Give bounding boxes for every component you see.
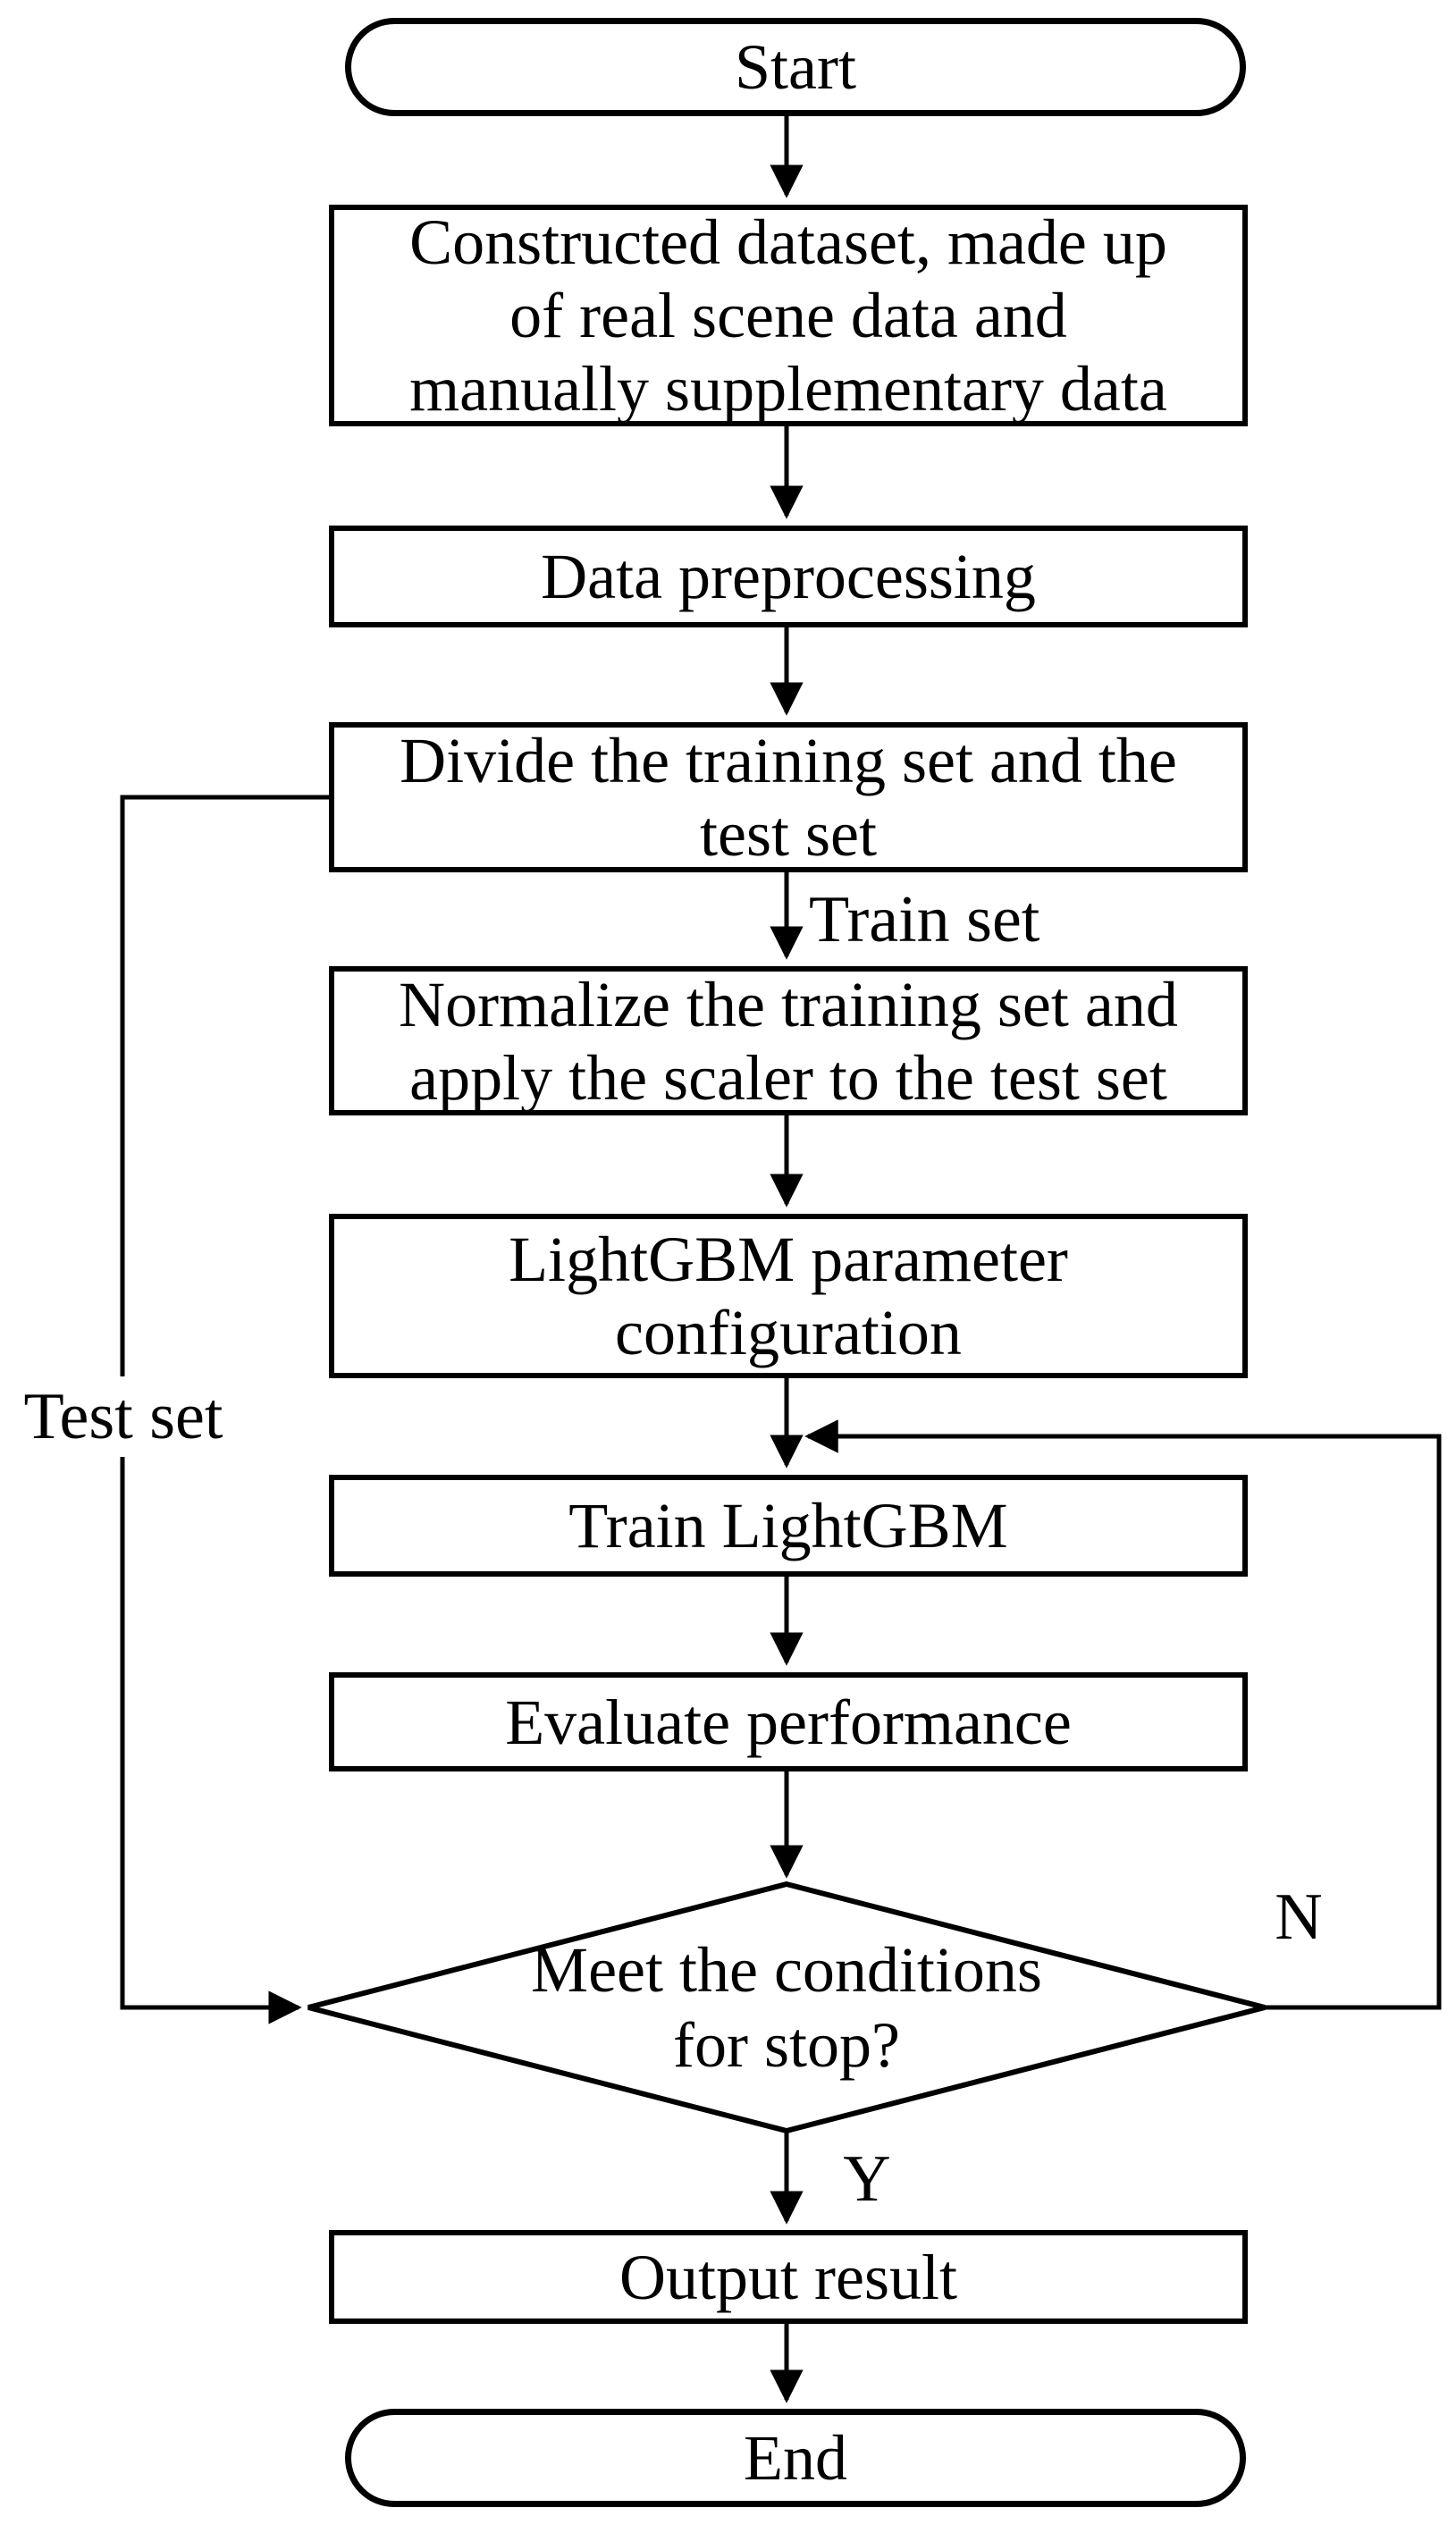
edge-label-no: N xyxy=(1275,1881,1323,1954)
node-end: End xyxy=(345,2409,1246,2507)
node-start: Start xyxy=(345,18,1246,116)
edge-label-yes: Y xyxy=(843,2142,891,2216)
decision-diamond-shape xyxy=(307,1881,1266,2134)
node-lightgbm-config: LightGBM parameter configuration xyxy=(329,1214,1248,1378)
node-decision-stop: Meet the conditions for stop? xyxy=(531,1934,1042,2081)
edge-label-test-set: Test set xyxy=(20,1376,227,1457)
edge-label-train-set: Train set xyxy=(809,883,1040,956)
node-output-result: Output result xyxy=(329,2230,1248,2324)
edge-decision-no-loop xyxy=(804,1419,1442,2010)
node-evaluate-performance: Evaluate performance xyxy=(329,1672,1248,1771)
node-train-lightgbm: Train LightGBM xyxy=(329,1475,1248,1577)
node-divide-train-test: Divide the training set and the test set xyxy=(329,722,1248,872)
node-data-preprocessing: Data preprocessing xyxy=(329,526,1248,627)
node-constructed-dataset: Constructed dataset, made up of real sce… xyxy=(329,205,1248,426)
node-normalize: Normalize the training set and apply the… xyxy=(329,966,1248,1115)
